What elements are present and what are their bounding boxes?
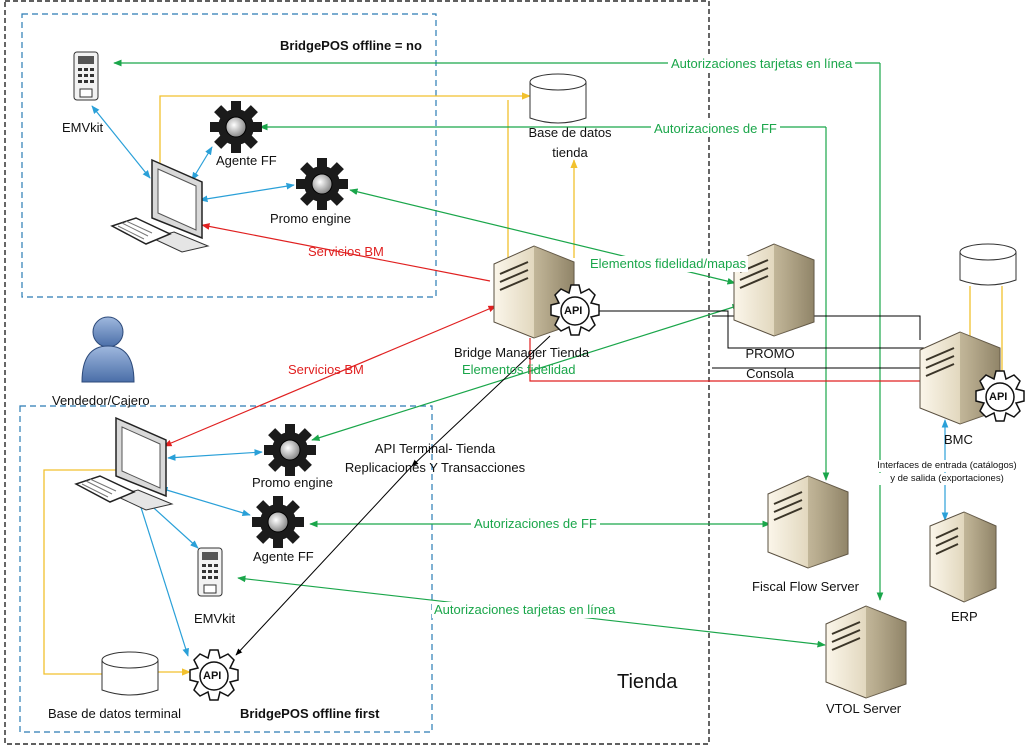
gear-icon bbox=[296, 158, 348, 210]
api-gear-icon bbox=[189, 649, 239, 701]
api-gear-icon bbox=[550, 284, 600, 336]
servicios-bm-bottom-label: Servicios BM bbox=[288, 362, 364, 377]
blue-agente-pos-top bbox=[191, 146, 213, 181]
api-terminal-label-1: API Terminal- Tienda bbox=[374, 441, 496, 456]
promo-engine-bottom-label: Promo engine bbox=[252, 475, 333, 490]
red-servicios-bm-bottom bbox=[163, 305, 497, 447]
database-icon bbox=[959, 243, 1017, 286]
auth-tarjetas-bottom-label: Autorizaciones tarjetas en línea bbox=[432, 602, 618, 618]
vendedor-label: Vendedor/Cajero bbox=[52, 393, 150, 408]
blue-promo-pos-top bbox=[199, 182, 295, 203]
black-api-terminal-down bbox=[235, 465, 413, 656]
db-tienda-label-1: Base de datos bbox=[528, 125, 612, 140]
database-icon bbox=[529, 73, 587, 124]
pos-terminal-icon bbox=[110, 158, 210, 253]
bridge-manager-label: Bridge Manager Tienda bbox=[454, 345, 590, 360]
agente-ff-top-label: Agente FF bbox=[216, 153, 277, 168]
fidelidad-label: Elementos fidelidad bbox=[462, 362, 576, 377]
fiscal-flow-label: Fiscal Flow Server bbox=[752, 579, 859, 594]
api-label-bmc: API bbox=[989, 391, 1008, 403]
database-icon bbox=[101, 651, 159, 696]
offline-first-label: BridgePOS offline first bbox=[240, 706, 380, 721]
red-servicios-bm-top bbox=[201, 223, 491, 282]
terminal-online-box bbox=[21, 13, 437, 298]
pos-terminal-icon bbox=[74, 416, 174, 511]
gear-icon bbox=[210, 101, 262, 153]
black-api-bmc-link bbox=[598, 310, 928, 349]
server-icon bbox=[767, 475, 849, 569]
auth-ff-top-label: Autorizaciones de FF bbox=[651, 121, 780, 137]
server-icon bbox=[825, 605, 907, 699]
gear-icon bbox=[264, 424, 316, 476]
db-terminal-label: Base de datos terminal bbox=[48, 706, 181, 721]
fidelidad-mapas-label: Elementos fidelidad/mapas bbox=[588, 256, 749, 272]
api-gear-icon bbox=[975, 370, 1025, 422]
tienda-label: Tienda bbox=[617, 671, 678, 693]
agente-ff-bottom-label: Agente FF bbox=[253, 549, 314, 564]
promo-label: PROMO bbox=[745, 346, 795, 361]
interfaces-label-1: Interfaces de entrada (catálogos) bbox=[868, 460, 1026, 472]
yellow-pos-localdb-link bbox=[43, 469, 118, 675]
blue-emv-pos-top bbox=[91, 105, 151, 179]
card-reader-icon bbox=[197, 547, 223, 597]
emvkit-top-label: EMVkit bbox=[62, 120, 104, 135]
api-terminal-label-2: Replicaciones Y Transacciones bbox=[344, 460, 526, 475]
offline-no-label: BridgePOS offline = no bbox=[280, 38, 422, 53]
yellow-pos-db-link bbox=[159, 92, 531, 170]
user-icon bbox=[81, 316, 135, 383]
red-bm-bmc-link bbox=[529, 338, 928, 382]
blue-agente-pos-bottom bbox=[159, 486, 251, 517]
consola-label: Consola bbox=[746, 366, 794, 381]
server-icon bbox=[929, 511, 997, 603]
api-label-bm: API bbox=[564, 305, 583, 317]
card-reader-icon bbox=[73, 51, 99, 101]
auth-tarjetas-top-label: Autorizaciones tarjetas en línea bbox=[668, 56, 856, 72]
bmc-label: BMC bbox=[944, 432, 973, 447]
promo-engine-top-label: Promo engine bbox=[270, 211, 351, 226]
interfaces-label-2: y de salida (exportaciones) bbox=[868, 473, 1026, 485]
blue-promo-pos-bottom bbox=[167, 449, 263, 461]
erp-label: ERP bbox=[951, 609, 978, 624]
db-tienda-label-2: tienda bbox=[552, 145, 588, 160]
api-label-terminal: API bbox=[203, 670, 222, 682]
vtol-label: VTOL Server bbox=[826, 701, 902, 716]
blue-pos-api-bottom bbox=[137, 497, 189, 657]
servicios-bm-top-label: Servicios BM bbox=[308, 244, 384, 259]
server-icon bbox=[733, 243, 815, 337]
emvkit-bottom-label: EMVkit bbox=[194, 611, 236, 626]
gear-icon bbox=[252, 496, 304, 548]
black-api-terminal-up bbox=[411, 335, 551, 467]
auth-ff-bottom-label: Autorizaciones de FF bbox=[471, 516, 600, 532]
